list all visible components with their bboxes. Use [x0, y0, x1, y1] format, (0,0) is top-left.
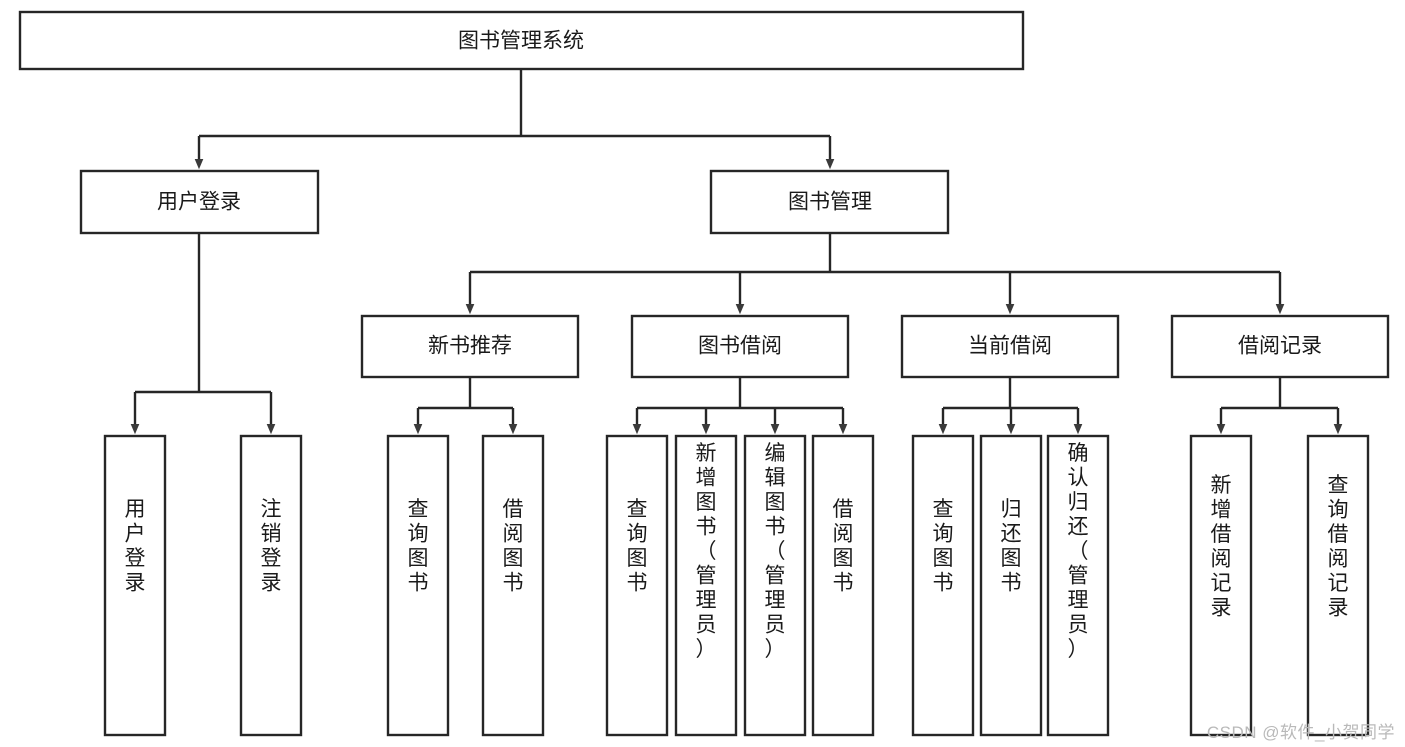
- node-leaf-user-login-box[interactable]: [103, 434, 167, 737]
- node-login-label: 用户登录: [157, 191, 241, 214]
- node-leaf-logout-box[interactable]: [239, 434, 303, 737]
- node-leaf-borrow-book-1[interactable]: 借阅图书: [481, 434, 545, 737]
- node-leaf-query-book-3-box[interactable]: [911, 434, 975, 737]
- node-current[interactable]: 当前借阅: [900, 314, 1120, 379]
- node-leaf-user-login-label: 用户登录: [125, 498, 146, 595]
- node-root[interactable]: 图书管理系统: [18, 10, 1025, 71]
- node-leaf-query-record-label: 查询借阅记录: [1328, 474, 1349, 620]
- node-leaf-query-book-2[interactable]: 查询图书: [605, 434, 669, 737]
- node-newbook-box[interactable]: [360, 314, 580, 379]
- node-leaf-edit-book-label: 编辑图书（管理员）: [765, 442, 786, 661]
- node-leaf-borrow-book-2[interactable]: 借阅图书: [811, 434, 875, 737]
- node-leaf-confirm-return-label: 确认归还（管理员）: [1068, 442, 1089, 661]
- node-leaf-add-book-box[interactable]: [674, 434, 738, 737]
- node-leaf-query-book-1[interactable]: 查询图书: [386, 434, 450, 737]
- node-bookmgmt-box[interactable]: [709, 169, 950, 235]
- node-leaf-query-record-box[interactable]: [1306, 434, 1370, 737]
- node-leaf-query-book-1-label: 查询图书: [408, 498, 429, 595]
- connector-group: [130, 69, 1343, 435]
- node-current-label: 当前借阅: [968, 335, 1052, 358]
- node-borrow-box[interactable]: [630, 314, 850, 379]
- node-leaf-add-book[interactable]: 新增图书（管理员）: [674, 434, 738, 737]
- node-leaf-add-book-label: 新增图书（管理员）: [696, 442, 717, 661]
- node-leaf-return-book-box[interactable]: [979, 434, 1043, 737]
- node-leaf-logout[interactable]: 注销登录: [239, 434, 303, 737]
- node-leaf-query-book-3[interactable]: 查询图书: [911, 434, 975, 737]
- node-leaf-user-login[interactable]: 用户登录: [103, 434, 167, 737]
- node-login-box[interactable]: [79, 169, 320, 235]
- node-records[interactable]: 借阅记录: [1170, 314, 1390, 379]
- node-leaf-query-book-1-box[interactable]: [386, 434, 450, 737]
- node-leaf-edit-book-box[interactable]: [743, 434, 807, 737]
- node-leaf-confirm-return-box[interactable]: [1046, 434, 1110, 737]
- node-newbook[interactable]: 新书推荐: [360, 314, 580, 379]
- node-leaf-add-record-box[interactable]: [1189, 434, 1253, 737]
- node-current-box[interactable]: [900, 314, 1120, 379]
- node-root-box[interactable]: [18, 10, 1025, 71]
- csdn-watermark: CSDN @软件_小贺同学: [1206, 723, 1395, 742]
- node-leaf-query-book-2-label: 查询图书: [627, 498, 648, 595]
- node-leaf-logout-label: 注销登录: [261, 498, 282, 595]
- node-leaf-add-record-label: 新增借阅记录: [1211, 474, 1232, 620]
- node-records-label: 借阅记录: [1238, 335, 1322, 358]
- node-leaf-return-book-label: 归还图书: [1001, 498, 1022, 595]
- node-bookmgmt-label: 图书管理: [788, 191, 872, 214]
- node-leaf-confirm-return[interactable]: 确认归还（管理员）: [1046, 434, 1110, 737]
- node-bookmgmt[interactable]: 图书管理: [709, 169, 950, 235]
- node-leaf-return-book[interactable]: 归还图书: [979, 434, 1043, 737]
- node-leaf-query-book-3-label: 查询图书: [933, 498, 954, 595]
- node-leaf-borrow-book-1-box[interactable]: [481, 434, 545, 737]
- node-borrow-label: 图书借阅: [698, 335, 782, 358]
- node-leaf-add-record[interactable]: 新增借阅记录: [1189, 434, 1253, 737]
- node-leaf-borrow-book-2-label: 借阅图书: [833, 498, 854, 595]
- node-leaf-edit-book[interactable]: 编辑图书（管理员）: [743, 434, 807, 737]
- node-borrow[interactable]: 图书借阅: [630, 314, 850, 379]
- node-leaf-query-book-2-box[interactable]: [605, 434, 669, 737]
- node-root-label: 图书管理系统: [458, 30, 584, 53]
- node-leaf-borrow-book-1-label: 借阅图书: [503, 498, 524, 595]
- node-login[interactable]: 用户登录: [79, 169, 320, 235]
- node-leaf-query-record[interactable]: 查询借阅记录: [1306, 434, 1370, 737]
- node-newbook-label: 新书推荐: [428, 335, 512, 358]
- node-leaf-borrow-book-2-box[interactable]: [811, 434, 875, 737]
- node-records-box[interactable]: [1170, 314, 1390, 379]
